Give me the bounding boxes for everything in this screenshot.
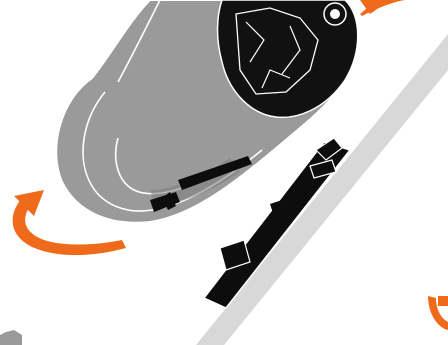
partial-badge-icon: [428, 296, 448, 330]
partial-letter-glyph: [0, 330, 22, 345]
rotate-arrow-icon: [360, 0, 405, 16]
